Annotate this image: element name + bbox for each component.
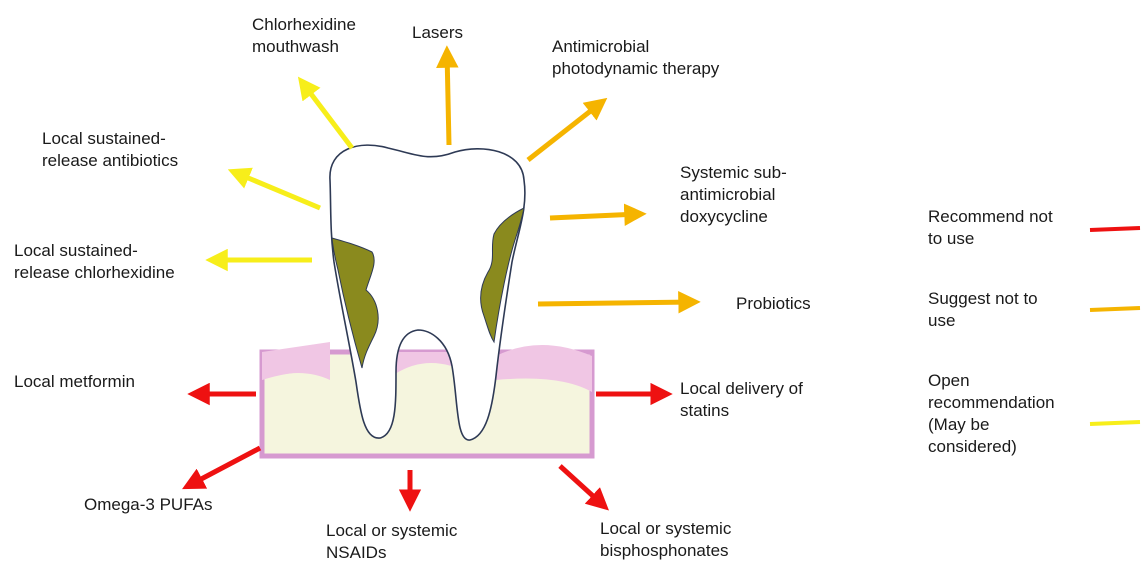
arrow-lasers <box>447 52 449 145</box>
label-apdt: Antimicrobial photodynamic therapy <box>552 36 719 80</box>
label-nsaids: Local or systemic NSAIDs <box>326 520 457 564</box>
arrow-chlorhexidine-mouthwash <box>302 82 352 148</box>
label-omega3: Omega-3 PUFAs <box>84 494 213 516</box>
label-systemic-sdd: Systemic sub- antimicrobial doxycycline <box>680 162 787 228</box>
arrow-apdt <box>528 102 602 160</box>
legend-arrow-open <box>1090 422 1140 424</box>
arrow-omega3 <box>188 448 260 486</box>
arrow-probiotics <box>538 302 694 304</box>
label-lasers: Lasers <box>412 22 463 44</box>
legend-label-open: Open recommendation (May be considered) <box>928 370 1055 458</box>
arrow-systemic-sdd <box>550 214 640 218</box>
arrow-local-sr-antibiotics <box>234 172 320 208</box>
legend-arrows <box>1090 228 1140 424</box>
gum-bone-block <box>262 342 592 456</box>
legend-label-recommend-not: Recommend not to use <box>928 206 1053 250</box>
legend-label-suggest-not: Suggest not to use <box>928 288 1038 332</box>
legend-arrow-suggest-not <box>1090 308 1140 310</box>
label-probiotics: Probiotics <box>736 293 811 315</box>
label-local-sr-antibiotics: Local sustained- release antibiotics <box>42 128 178 172</box>
legend-arrow-recommend-not <box>1090 228 1140 230</box>
label-local-sr-chlorhexidine: Local sustained- release chlorhexidine <box>14 240 175 284</box>
label-bisphosphonates: Local or systemic bisphosphonates <box>600 518 731 562</box>
label-chlorhexidine-mouthwash: Chlorhexidine mouthwash <box>252 14 356 58</box>
arrow-bisphosphonates <box>560 466 604 506</box>
label-local-metformin: Local metformin <box>14 371 135 393</box>
label-local-statins: Local delivery of statins <box>680 378 803 422</box>
